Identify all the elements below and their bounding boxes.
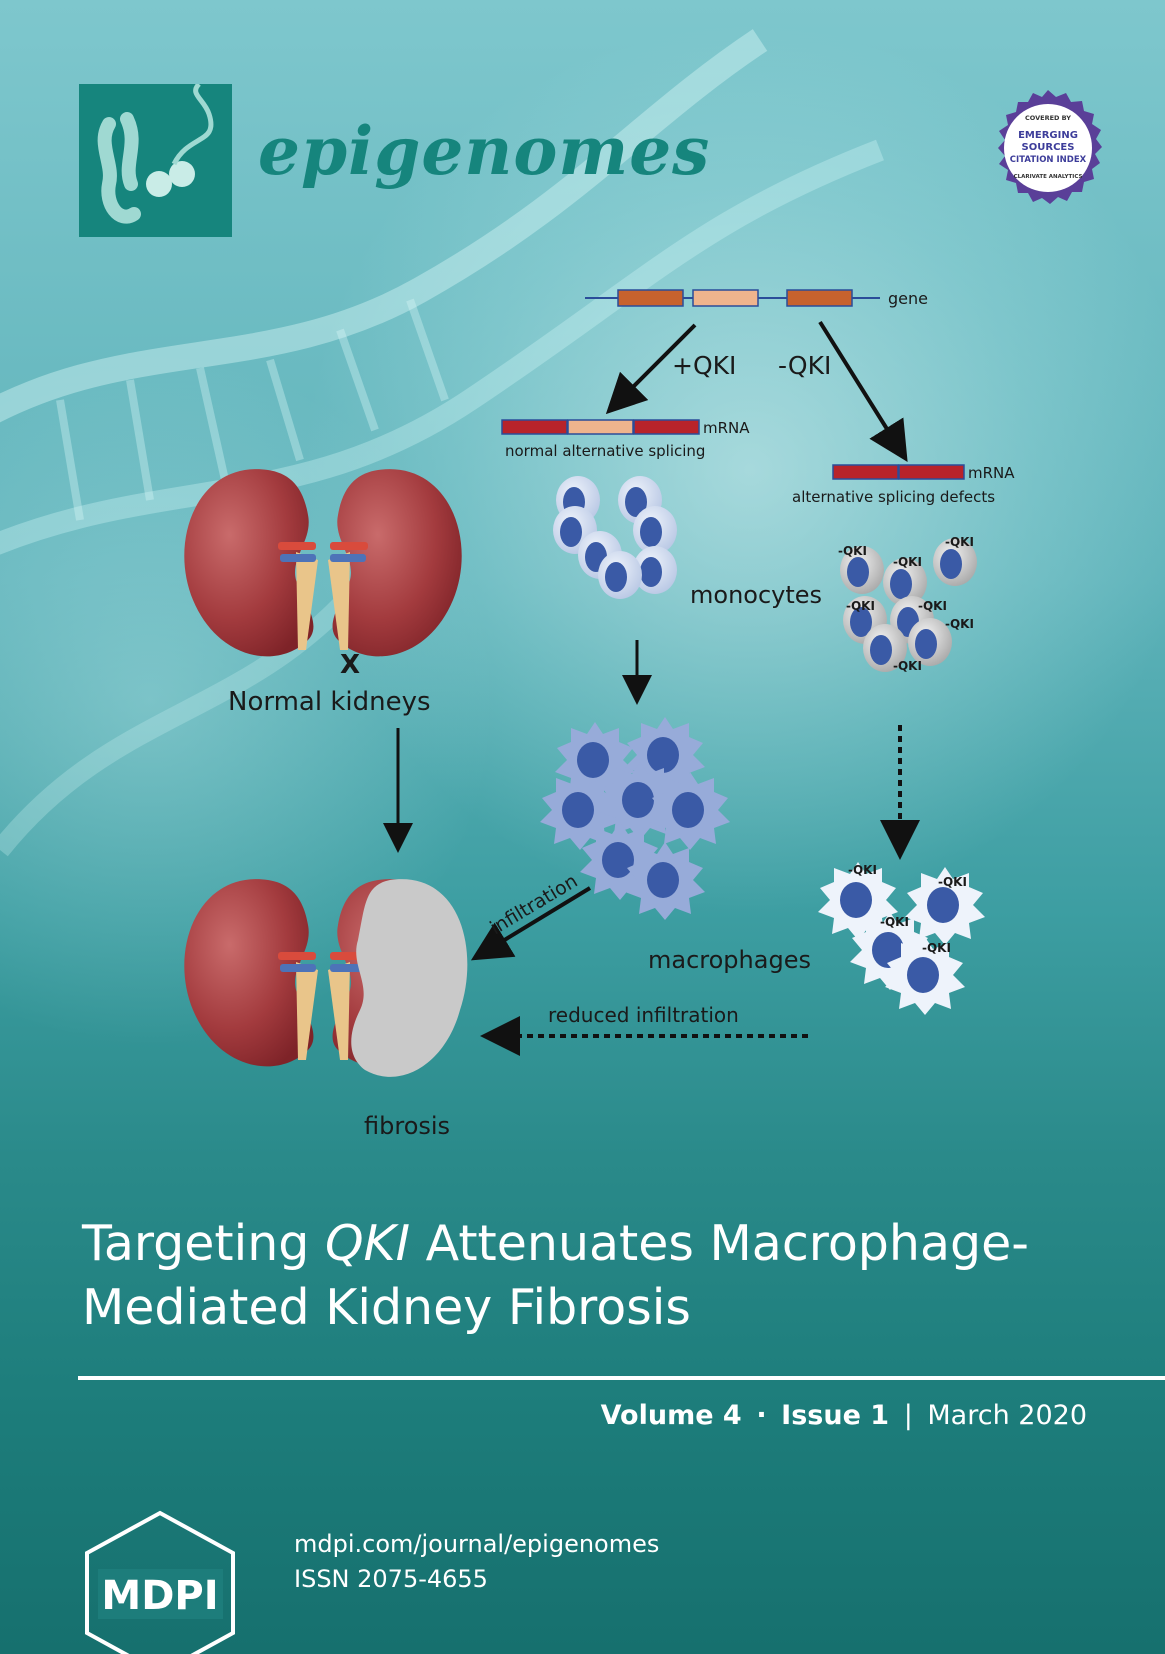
mrna-label-normal: mRNA	[703, 419, 750, 437]
qki-tag: -QKI	[918, 599, 947, 613]
gene-exon-2	[692, 289, 759, 307]
infiltration-label: infiltration	[486, 870, 581, 939]
mdpi-logo: MDPI	[85, 1510, 235, 1654]
title-text: Attenuates Macrophage-	[410, 1215, 1029, 1272]
qki-tag: -QKI	[893, 555, 922, 569]
issue-number: Issue 1	[781, 1400, 890, 1431]
qki-tag: -QKI	[838, 544, 867, 558]
mrna-normal-exon-3	[633, 419, 700, 435]
journal-logo	[79, 82, 232, 237]
monocyte-cluster	[553, 476, 677, 599]
normal-kidneys-illustration	[184, 469, 462, 657]
dna-helix-background	[0, 29, 884, 857]
article-title: Targeting QKI Attenuates Macrophage- Med…	[82, 1212, 1142, 1340]
article-title-line-2: Mediated Kidney Fibrosis	[82, 1279, 691, 1336]
seal-line-1: EMERGING	[1018, 130, 1078, 141]
normal-splicing-label: normal alternative splicing	[505, 442, 705, 460]
seal-bottom-text: CLARIVATE ANALYTICS	[1014, 174, 1083, 180]
fibrotic-kidneys-illustration	[184, 879, 468, 1077]
qki-tag: -QKI	[848, 863, 877, 877]
journal-url[interactable]: mdpi.com/journal/epigenomes	[294, 1530, 660, 1558]
qki-tag: -QKI	[938, 875, 967, 889]
x-mark: X	[340, 650, 360, 680]
title-italic-gene: QKI	[324, 1215, 411, 1272]
journal-name: epigenomes	[258, 112, 711, 190]
qki-tag: -QKI	[893, 659, 922, 673]
esci-seal: COVERED BY EMERGING SOURCES CITATION IND…	[998, 90, 1102, 204]
mrna-normal-exon-1	[501, 419, 568, 435]
reduced-infiltration-label: reduced infiltration	[548, 1003, 739, 1027]
gene-exon-3	[786, 289, 853, 307]
footer-text: mdpi.com/journal/epigenomes ISSN 2075-46…	[294, 1527, 659, 1597]
seal-line-2: SOURCES	[1022, 142, 1075, 153]
seal-top-text: COVERED BY	[1025, 114, 1071, 122]
mrna-label-defect: mRNA	[968, 464, 1015, 482]
qki-tag: -QKI	[922, 941, 951, 955]
chromosome-icon	[97, 82, 214, 224]
mrna-defect-exon-1	[832, 464, 899, 480]
article-title-line-1: Targeting QKI Attenuates Macrophage-	[82, 1212, 1142, 1276]
issue-info: Volume 4 · Issue 1 | March 2020	[601, 1400, 1087, 1431]
plus-qki-label: +QKI	[672, 351, 736, 380]
qki-tag: -QKI	[945, 535, 974, 549]
divider-rule	[78, 1376, 1165, 1380]
title-text: Targeting	[82, 1215, 325, 1272]
splicing-defects-label: alternative splicing defects	[792, 488, 995, 506]
qki-tag: -QKI	[945, 617, 974, 631]
mrna-normal-exon-2	[567, 419, 634, 435]
qki-pathway-diagram: gene +QKI -QKI mRNA normal alternative s…	[184, 289, 1015, 1140]
mrna-defect-exon-2	[898, 464, 965, 480]
arrow-infiltration	[470, 886, 592, 961]
issue-date: March 2020	[927, 1400, 1087, 1431]
monocytes-label: monocytes	[690, 581, 822, 609]
publisher-name: MDPI	[101, 1573, 218, 1619]
fibrosis-label: fibrosis	[364, 1112, 450, 1140]
minus-qki-label: -QKI	[778, 351, 831, 380]
normal-kidneys-label: Normal kidneys	[228, 687, 431, 717]
gene-label: gene	[888, 289, 928, 308]
arrow-minus-qki	[818, 320, 908, 462]
issn: ISSN 2075-4655	[294, 1565, 488, 1593]
issue-separator: ·	[756, 1400, 767, 1431]
volume-number: Volume 4	[600, 1400, 742, 1431]
macrophages-label: macrophages	[648, 946, 811, 974]
seal-line-3: CITATION INDEX	[1010, 155, 1087, 165]
gene-exon-1	[617, 289, 684, 307]
qki-tag: -QKI	[880, 915, 909, 929]
arrow-plus-qki	[605, 323, 697, 415]
date-separator: |	[903, 1400, 913, 1431]
qki-tag: -QKI	[846, 599, 875, 613]
